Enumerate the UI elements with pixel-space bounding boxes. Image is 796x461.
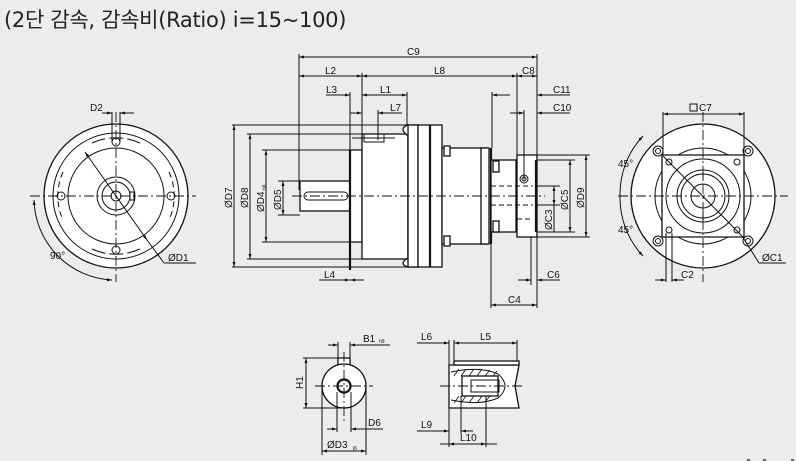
square-symbol-icon [689,103,698,112]
dim-label-d5: ØD5 [273,189,284,210]
dim-label-l1: L1 [380,85,392,96]
dim-label-c2: C2 [681,270,694,281]
dim-label-angle-45-bottom: 45° [618,225,633,236]
dim-label-h1: H1 [295,376,306,389]
front-view-right: ØC1 C7 45° 45° C2 [618,103,788,282]
dim-label-b1-tolerance: h9 [379,339,385,345]
dim-label-d1: ØD1 [168,253,189,264]
dim-label-l8: L8 [434,66,446,77]
dim-label-c3: ØC3 [544,209,555,230]
dim-label-d6: D6 [368,418,381,429]
dim-label-l4: L4 [324,270,336,281]
dim-label-c8: C8 [522,66,535,77]
side-view: C9 L2 L8 C8 L3 L1 C11 L7 C10 ØD7 [224,47,590,308]
dim-label-l5: L5 [480,332,492,343]
front-view-left: D2 ØD1 90° [30,103,196,282]
dim-label-c7: C7 [699,103,712,114]
dim-label-c11: C11 [553,85,571,96]
dim-label-c10: C10 [553,103,572,114]
dim-label-c9: C9 [407,47,420,58]
dim-label-l10: L10 [460,433,477,444]
dim-label-c4: C4 [508,295,521,306]
shaft-section: B1 h9 H1 D6 ØD3 j6 [295,334,390,455]
dim-label-d4-tolerance: h6 [262,184,268,190]
dim-label-angle-45-top: 45° [618,159,633,170]
dim-label-c1: ØC1 [762,253,783,264]
dim-label-d2: D2 [90,103,103,114]
dim-label-d7: ØD7 [224,187,235,208]
gear-housing [361,133,409,260]
dim-label-l3: L3 [326,85,338,96]
dim-label-d3-tolerance: j6 [352,446,357,452]
dim-label-c5: ØC5 [560,189,571,210]
dim-label-angle-90: 90° [50,251,65,262]
page-title: (2단 감속, 감속비(Ratio) i=15~100) [4,8,347,32]
dim-label-l2: L2 [325,66,337,77]
dim-label-d3: ØD3 [327,440,348,451]
dim-label-c6: C6 [547,270,560,281]
dim-label-d4: ØD4 [256,191,267,212]
dim-label-d9: ØD9 [576,187,587,208]
dim-label-d8: ØD8 [240,187,251,208]
dim-label-l6: L6 [421,332,433,343]
dim-label-l7: L7 [390,103,402,114]
shaft-detail: L6 L5 L9 L10 [417,332,525,447]
dim-label-b1: B1 [363,334,376,345]
dim-label-l9: L9 [421,420,433,431]
